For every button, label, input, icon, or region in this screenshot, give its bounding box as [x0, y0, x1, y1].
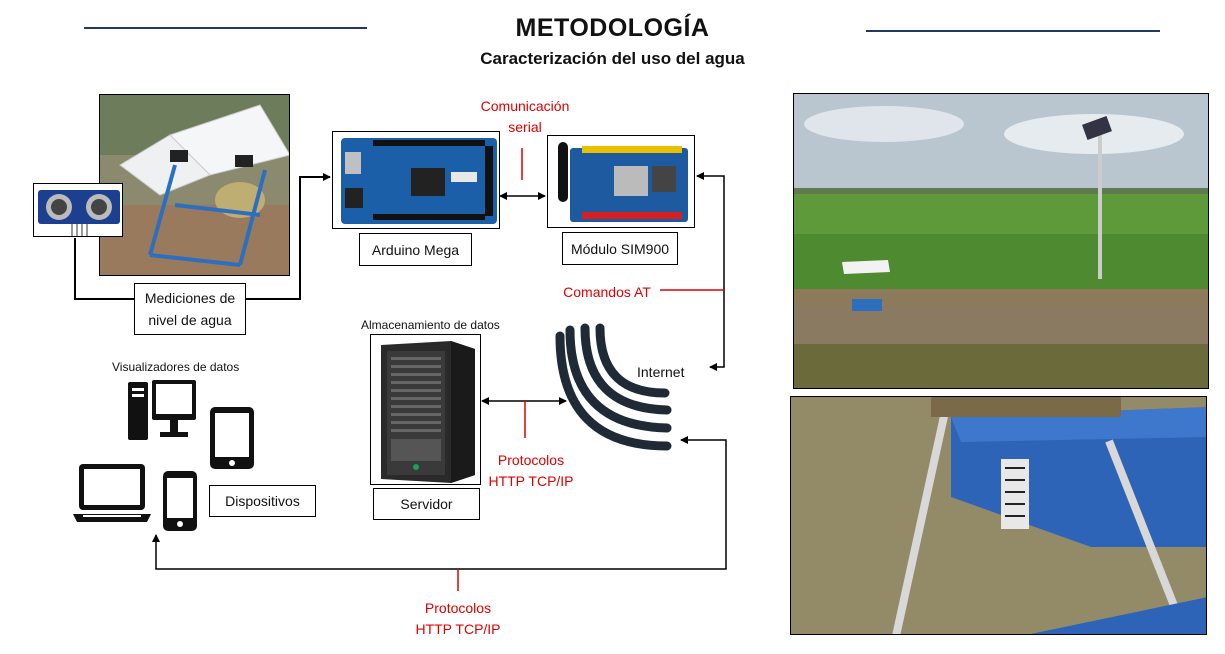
serial-comm-label: Comunicación serial: [480, 98, 570, 135]
sim900-module-image: [547, 135, 695, 228]
server-label: Servidor: [373, 488, 480, 520]
storage-label: Almacenamiento de datos: [361, 318, 500, 332]
water-gauge-photo: [790, 396, 1207, 635]
arduino-mega-label: Arduino Mega: [359, 233, 472, 266]
sensor-to-arduino-line: [74, 173, 331, 300]
laptop-icon: [73, 464, 151, 522]
internet-label: Internet: [637, 364, 685, 380]
server-protocols-label: Protocolos HTTP TCP/IP: [488, 452, 574, 489]
sim900-label: Módulo SIM900: [562, 232, 678, 265]
devices-protocols-label: Protocolos HTTP TCP/IP: [415, 600, 501, 637]
server-image: [370, 334, 481, 485]
title-rule-right: [866, 30, 1160, 32]
water-level-label: Mediciones de nivel de agua: [134, 283, 246, 335]
internet-devices-line: [152, 436, 727, 570]
title-rule-left: [84, 27, 367, 29]
data-viewers-label: Visualizadores de datos: [112, 360, 240, 374]
sim-internet-line: [696, 172, 725, 371]
page-subtitle: Caracterización del uso del agua: [480, 49, 745, 68]
smartphone-icon: [163, 471, 197, 531]
rice-field-photo: [793, 93, 1209, 389]
devices-label: Dispositivos: [209, 485, 316, 517]
page-title: METODOLOGÍA: [515, 14, 710, 42]
internet-wireless-icon: [555, 323, 672, 451]
arduino-mega-image: [332, 131, 500, 229]
tablet-icon: [210, 407, 254, 469]
at-commands-label: Comandos AT: [563, 284, 651, 300]
ultrasonic-sensor-image: [33, 183, 123, 237]
sensor-photo: [99, 94, 290, 276]
desktop-computer-icon: [128, 380, 196, 440]
